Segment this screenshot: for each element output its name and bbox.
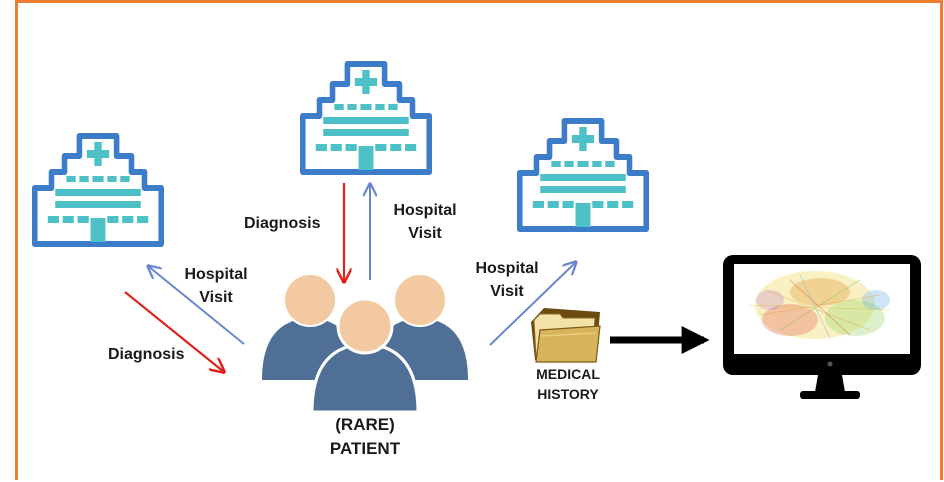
patient-label: (RARE) PATIENT bbox=[318, 413, 412, 461]
center-diagnosis-label: Diagnosis bbox=[244, 215, 321, 232]
diagram-frame bbox=[15, 0, 943, 480]
center-visit-label-line1: Hospital bbox=[393, 202, 457, 219]
hospital-icon-center bbox=[303, 64, 429, 172]
left-visit-label: Hospital Visit bbox=[176, 263, 256, 309]
right-visit-label: Hospital Visit bbox=[462, 257, 552, 303]
center-visit-label-line2: Visit bbox=[408, 225, 442, 242]
left-visit-arrow bbox=[148, 266, 245, 345]
right-visit-arrow bbox=[489, 262, 576, 346]
left-diagnosis-label: Diagnosis bbox=[108, 346, 185, 363]
hospital-icon-right bbox=[520, 121, 646, 229]
patient-label-line1: (RARE) bbox=[335, 415, 395, 434]
left-visit-label-line2: Visit bbox=[199, 289, 233, 306]
right-visit-label-line2: Visit bbox=[490, 283, 524, 300]
medical-history-label-line1: MEDICAL bbox=[536, 366, 600, 382]
patients-icon bbox=[262, 273, 468, 414]
patient-label-line2: PATIENT bbox=[329, 439, 401, 458]
right-visit-label-line1: Hospital bbox=[475, 260, 539, 277]
folder-icon bbox=[531, 308, 601, 363]
medical-history-label: MEDICAL HISTORY bbox=[516, 364, 620, 404]
left-diagnosis-arrow bbox=[124, 291, 224, 372]
hospital-icon-left bbox=[35, 136, 161, 244]
medical-history-label-line2: HISTORY bbox=[537, 386, 599, 402]
left-visit-label-line1: Hospital bbox=[184, 266, 248, 283]
network-graph bbox=[749, 271, 891, 339]
center-visit-label: Hospital Visit bbox=[380, 199, 470, 245]
